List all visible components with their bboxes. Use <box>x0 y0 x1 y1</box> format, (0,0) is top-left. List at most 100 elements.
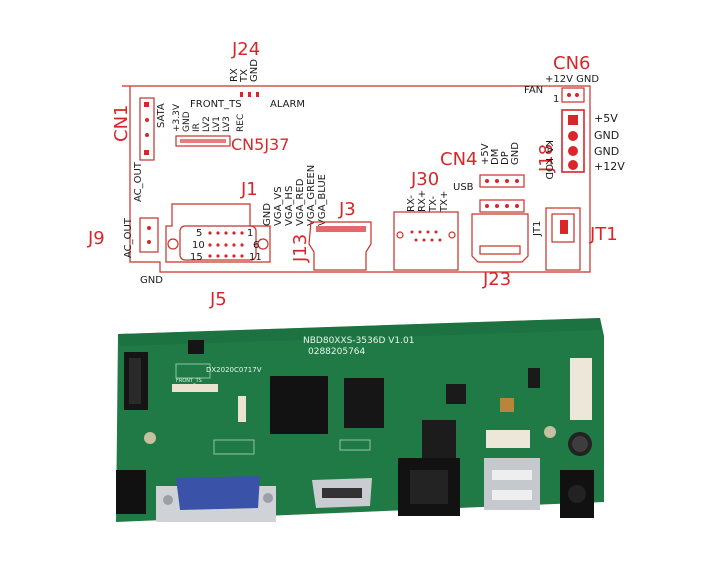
j9-pin-a <box>147 226 151 230</box>
fan-pin-1: 1 <box>553 94 559 105</box>
hdmi-connector <box>308 221 372 271</box>
fan-pin-b <box>575 93 579 97</box>
j24-rx-label: RX <box>229 68 240 82</box>
dc-jack <box>545 207 581 271</box>
j18-pin-4 <box>568 160 578 170</box>
usb-port-outline <box>479 245 521 255</box>
vga-pin-dots <box>208 231 244 258</box>
chip-right-2 <box>500 398 514 412</box>
white-header-2 <box>238 396 246 422</box>
dc-jack-photo-hole <box>568 485 586 503</box>
vga-gnd-label: GND <box>262 203 273 226</box>
vga-screw-1 <box>163 495 173 505</box>
cn4-title: CN4 <box>440 149 478 170</box>
vga-pin-15: 15 <box>190 252 203 263</box>
lan-txp-label: TX+ <box>439 191 450 213</box>
ac-out-label-1: AC_OUT <box>133 161 144 202</box>
j24-pin-2 <box>248 92 251 97</box>
rj45-pin-dots <box>410 230 442 242</box>
hdmi-pins <box>316 226 366 232</box>
chip-right-3 <box>528 368 540 388</box>
usb-photo-slot-2 <box>492 490 532 500</box>
cn4-header <box>479 174 525 188</box>
cn1-pin-b <box>144 150 149 155</box>
pcb-photo: NBD80XXS-3536D V1.01 0288205764 DX2020C0… <box>116 318 604 522</box>
cn4-dp-label: DP <box>500 151 511 165</box>
ram-chip <box>344 378 384 428</box>
mount-hole-2 <box>544 426 556 438</box>
rj45-hole-left <box>396 231 404 239</box>
fan-connector <box>561 87 585 103</box>
lan-magnetics <box>422 420 456 458</box>
cn1-title: CN1 <box>111 105 132 143</box>
cn5-pins <box>180 139 226 143</box>
usb-photo <box>484 458 540 510</box>
jt1-small-label: JT1 <box>532 221 543 237</box>
cn1-hole-b <box>145 133 149 137</box>
hdmi-photo-slot <box>322 488 362 498</box>
cn1-pin-a <box>144 102 149 107</box>
cn4-pins <box>485 179 519 183</box>
j5-title: J5 <box>209 289 227 310</box>
pcb-silk-marks <box>175 363 371 455</box>
board-date-text: DX2020C0717V <box>206 366 262 374</box>
vga-pin-6: 6 <box>253 240 259 251</box>
dc-jack-top <box>551 213 575 243</box>
vga-red-label: VGA_RED <box>295 178 306 226</box>
j30-title: J30 <box>410 169 439 190</box>
jt1-title: JT1 <box>589 224 618 245</box>
rj45-connector <box>393 211 459 271</box>
cn5-lv3: LV3 <box>222 116 232 132</box>
front-header <box>172 384 218 392</box>
sata-socket-inner <box>129 358 141 404</box>
cn1-hole-a <box>145 118 149 122</box>
vga-pin-10: 10 <box>192 240 205 251</box>
j18-pin-2 <box>568 131 578 141</box>
lan-rxp-label: RX+ <box>417 190 428 212</box>
usb-photo-slot-1 <box>492 470 532 480</box>
usb-header-photo <box>486 430 530 448</box>
j24-gnd-label: GND <box>249 59 260 82</box>
rj45-hole-right <box>448 231 456 239</box>
j18-pin-3 <box>568 146 578 156</box>
lan-txm-label: TX- <box>428 196 439 213</box>
cn5-lv2: LV2 <box>202 116 212 132</box>
j18-gnd1-label: GND <box>594 129 619 142</box>
j18-title: J18 <box>536 144 557 173</box>
pcb-shade <box>118 318 602 346</box>
fan-pin-a <box>567 93 571 97</box>
schematic-outline <box>122 85 591 273</box>
usb-mid-header <box>479 199 525 213</box>
j9-pin-b <box>147 240 151 244</box>
vga-photo-blue <box>176 476 260 510</box>
j18-connector <box>561 109 585 173</box>
cn5-lv1: LV1 <box>212 116 222 132</box>
capacitor-top <box>572 436 588 452</box>
j18-pin-1 <box>568 115 578 125</box>
cn5-rec: REC <box>236 114 246 132</box>
kod-label: KOD <box>543 158 554 180</box>
board-serial-text: 0288205764 <box>308 347 366 357</box>
fan-label: FAN <box>524 85 543 96</box>
rj45-photo-slot <box>410 470 448 504</box>
j24-title: J24 <box>231 39 260 60</box>
vga-connector-outline <box>165 203 271 263</box>
usb-label: USB <box>453 182 474 193</box>
j1-title: J1 <box>240 179 258 200</box>
cn5-ir: IR <box>192 123 202 132</box>
usb-mid-pins <box>485 204 519 208</box>
j24-tx-label: TX <box>239 69 250 83</box>
schematic: J24 RX TX GND FRONT_TS ALARM CN1 SATA +3… <box>87 39 625 310</box>
alarm-label: ALARM <box>270 99 305 110</box>
cn4-5v-label: +5V <box>480 143 491 165</box>
cn5-header <box>175 135 231 147</box>
cn5-3v3: +3.3V <box>172 103 182 132</box>
cn5-j37-title: CN5J37 <box>231 135 289 154</box>
cn4-dm-label: DM <box>490 149 501 165</box>
vga-pin-5: 5 <box>196 228 202 239</box>
usb-connector <box>471 213 529 263</box>
j24-pin-3 <box>256 92 259 97</box>
chip-right-1 <box>446 384 466 404</box>
board-front-ts-silk: FRONT_TS <box>176 378 202 384</box>
